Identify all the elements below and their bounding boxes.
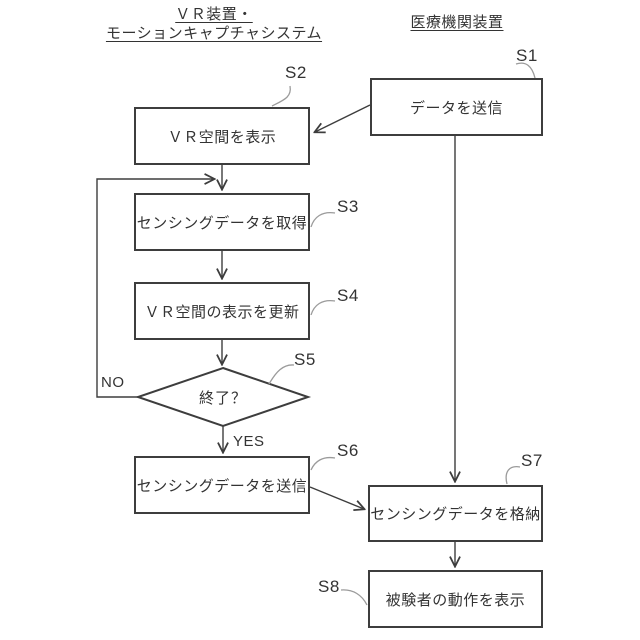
node-s6-text: センシングデータを送信 (136, 477, 308, 495)
node-s1-text: データを送信 (409, 99, 503, 117)
leader-s2 (271, 85, 291, 107)
node-s6-send-sensing-data: センシングデータを送信 (134, 456, 310, 514)
leader-s3 (310, 211, 336, 228)
leader-s4 (310, 299, 336, 316)
edge-s6-to-s7 (309, 486, 364, 509)
step-label-s3: S3 (337, 197, 359, 216)
node-s8-text: 被験者の動作を表示 (385, 591, 526, 609)
step-label-s2: S2 (285, 63, 307, 82)
lane-header-vr-line1: ＶＲ装置・ (175, 6, 253, 23)
step-label-s5: S5 (294, 350, 316, 369)
leader-s1 (515, 62, 536, 79)
node-s3-text: センシングデータを取得 (136, 214, 308, 232)
step-label-s4: S4 (337, 286, 359, 305)
node-s2-text: ＶＲ空間を表示 (167, 128, 277, 146)
edge-s5-no-loop (96, 179, 214, 398)
step-label-s1: S1 (516, 46, 538, 65)
leader-s5 (268, 364, 295, 385)
step-label-s8: S8 (318, 577, 340, 596)
node-s8-display-subject-motion: 被験者の動作を表示 (368, 570, 543, 628)
node-s7-text: センシングデータを格納 (370, 506, 541, 523)
lane-header-medical: 医療機関装置 (407, 13, 507, 32)
lane-header-vr-system: ＶＲ装置・ モーションキャプチャシステム (104, 5, 324, 43)
node-s7-store-sensing-data: センシングデータを格納 (368, 485, 543, 542)
decision-diamond-shape (134, 366, 312, 428)
node-s1-send-data: データを送信 (370, 78, 543, 136)
step-label-s7: S7 (521, 451, 543, 470)
leader-s7 (505, 466, 521, 485)
lane-header-vr-line2: モーションキャプチャシステム (105, 25, 323, 42)
node-s2-display-vr-space: ＶＲ空間を表示 (134, 107, 310, 165)
lane-header-medical-text: 医療機関装置 (410, 14, 504, 31)
leader-s8 (340, 589, 368, 606)
edge-s1-to-s2 (315, 104, 371, 132)
leader-s6 (310, 456, 336, 471)
node-s4-update-vr-display: ＶＲ空間の表示を更新 (134, 282, 310, 340)
step-label-s6: S6 (337, 441, 359, 460)
node-s3-acquire-sensing-data: センシングデータを取得 (134, 193, 310, 251)
node-s4-text: ＶＲ空間の表示を更新 (144, 303, 300, 321)
branch-label-yes: YES (233, 433, 265, 450)
branch-label-no: NO (101, 374, 125, 391)
node-s5-text: 終了？ (198, 389, 247, 407)
node-s5-end-decision: 終了？ (138, 383, 308, 411)
